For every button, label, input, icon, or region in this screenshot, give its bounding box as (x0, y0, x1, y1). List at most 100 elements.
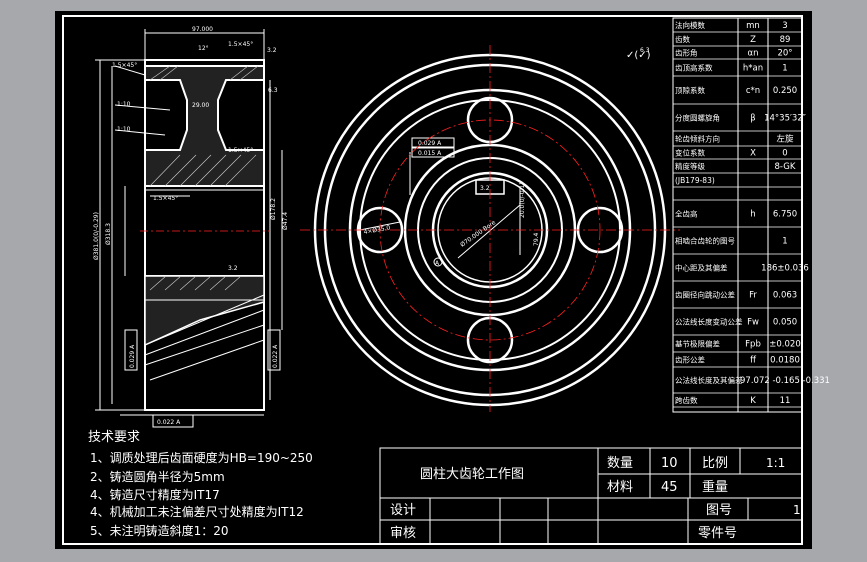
param-cell: K (750, 396, 756, 406)
param-cell: 齿数 (675, 34, 690, 44)
title-weight-label: 重量 (702, 479, 728, 495)
param-table-frame (672, 17, 803, 413)
param-cell: c*n (746, 86, 760, 96)
param-cell: 1 (782, 237, 787, 247)
param-cell: 14°35′32″ (764, 114, 806, 124)
dim-flatness: 0.022 A (157, 419, 181, 426)
tech-item-2: 2、铸造圆角半径为5mm (90, 469, 225, 484)
dim-sym-1: 0.029 A (418, 140, 442, 147)
title-name: 圆柱大齿轮工作图 (420, 467, 524, 482)
dim-dia-outer: Ø381.0(0/-0.29) (93, 212, 100, 260)
title-material-label: 材料 (607, 480, 633, 495)
dim-dia-root: Ø318.3 (105, 223, 112, 245)
param-cell: 97.072 -0.165 -0.331 (740, 376, 830, 386)
tech-item-1: 1、调质处理后齿面硬度为HB=190~250 (90, 450, 313, 465)
section-view (95, 29, 283, 428)
param-cell: 齿圈径向跳动公差 (675, 290, 735, 300)
param-cell: 公法线长度变动公差 (675, 317, 743, 327)
param-cell: αn (748, 49, 759, 59)
roughness-symbol: ✓(✓) (626, 50, 651, 61)
param-cell: Fpb (745, 340, 761, 350)
param-cell: (JB179-83) (675, 176, 715, 185)
param-cell: 精度等级 (675, 161, 705, 171)
param-cell: mn (746, 21, 760, 31)
title-part-no-label: 零件号 (698, 526, 737, 541)
roughness-3: 3.2 (228, 265, 238, 272)
title-scale: 1:1 (766, 456, 785, 470)
param-cell: 齿形角 (675, 48, 698, 58)
roughness-4: 3.2 (480, 185, 490, 192)
dim-key-width: 20.0(0/-0.1) (519, 182, 526, 218)
param-cell: 6.750 (773, 210, 797, 220)
param-cell: 20° (777, 49, 792, 59)
dim-keyway: 79.4 (533, 232, 540, 246)
param-cell: 顶隙系数 (675, 85, 705, 95)
centerlines (300, 45, 680, 412)
param-cell: X (750, 149, 756, 159)
param-cell: 法向模数 (675, 20, 705, 30)
param-cell: 基节极限偏差 (675, 339, 720, 349)
dim-chamfer-c: 1.5×45° (228, 147, 253, 154)
param-cell: ff (750, 356, 757, 366)
param-cell: 89 (780, 35, 791, 45)
dim-sym-2: 0.015 A (418, 150, 442, 157)
tech-title: 技术要求 (88, 430, 140, 445)
dim-draft-2: 1:10 (117, 126, 131, 133)
tech-requirements: 技术要求 1、调质处理后齿面硬度为HB=190~250 2、铸造圆角半径为5mm… (88, 430, 313, 538)
param-cell: 分度圆螺旋角 (675, 113, 720, 123)
param-cell: 0.063 (773, 291, 797, 301)
param-cell: 中心距及其偏差 (675, 263, 728, 273)
title-block-frame (379, 447, 803, 545)
title-material: 45 (661, 480, 678, 495)
param-cell: 齿顶高系数 (675, 63, 713, 73)
title-drawing-no-label: 图号 (706, 503, 732, 518)
param-cell: Fr (749, 291, 757, 301)
title-review-label: 审核 (390, 526, 416, 541)
param-cell: 0.050 (773, 318, 797, 328)
dim-dia-hub: Ø47.4 (282, 212, 289, 230)
param-cell: 0 (782, 149, 787, 159)
dim-chamfer-d: 1.5×45° (153, 195, 178, 202)
param-cell: 跨齿数 (675, 395, 698, 405)
param-cell: 0.0180 (770, 356, 800, 366)
datum-label: A (435, 260, 440, 267)
param-cell: Fw (747, 318, 759, 328)
param-cell: 变位系数 (675, 148, 705, 158)
dim-width-top: 97.000 (192, 26, 213, 33)
title-design-label: 设计 (390, 503, 416, 518)
dim-chamfer-b: 1.5×45° (112, 62, 137, 69)
param-cell: 相啮合齿轮的图号 (675, 236, 735, 246)
dim-angle-small: 12° (198, 45, 209, 52)
param-cell: 186±0.036 (761, 264, 809, 274)
param-cell: Z (750, 35, 756, 45)
param-cell: 公法线长度及其偏差 (675, 375, 743, 385)
tech-item-4: 4、机械加工未注偏差尺寸处精度为IT12 (90, 504, 304, 519)
param-cell: 全齿高 (675, 209, 698, 219)
dim-chamfer-a: 1.5×45° (228, 41, 253, 48)
dim-runout-left: 0.029 A (129, 344, 136, 368)
dim-runout: 0.022 A (272, 344, 279, 368)
dim-dia-web: Ø178.2 (270, 198, 277, 220)
param-table: 法向模数 mn 3 齿数 Z 89 齿形角 αn 20° 齿顶高系数 h*an 1 顶隙系数 c*n 0.2… (673, 20, 830, 408)
param-cell: 0.250 (773, 86, 797, 96)
param-cell: h*an (743, 64, 763, 74)
dim-hub: 29.00 (192, 102, 209, 109)
param-cell: 左旋 (776, 134, 794, 145)
title-qty: 10 (661, 456, 678, 471)
tech-item-3: 4、铸造尺寸精度为IT17 (90, 487, 220, 502)
title-scale-label: 比例 (702, 456, 728, 471)
param-cell: 3 (782, 21, 787, 31)
param-cell: h (750, 210, 755, 220)
param-cell: 11 (780, 396, 791, 406)
tech-item-5: 5、未注明铸造斜度1：20 (90, 523, 229, 538)
param-cell: 8-GK (775, 162, 796, 172)
title-drawing-no: 1 (793, 503, 801, 517)
roughness-1: 3.2 (267, 47, 277, 54)
roughness-2: 6.3 (268, 87, 278, 94)
param-cell: ±0.020 (769, 340, 800, 350)
param-cell: 轮齿倾斜方向 (675, 134, 720, 144)
param-cell: β (750, 114, 755, 124)
param-cell: 齿形公差 (675, 355, 705, 365)
roughness-5: 6.3 (640, 47, 650, 54)
